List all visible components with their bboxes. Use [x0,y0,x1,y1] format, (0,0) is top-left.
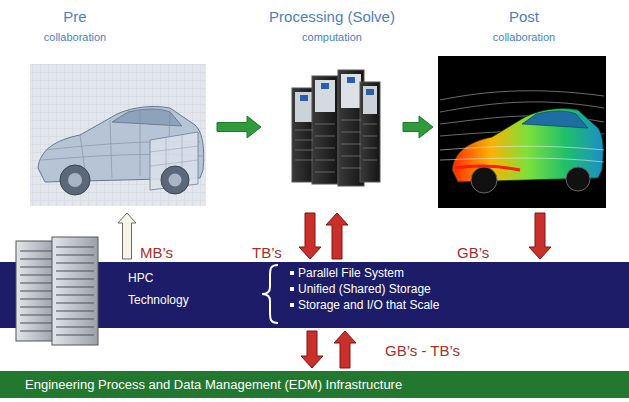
volume-label: MB’s [140,244,173,262]
stage-subheading: computation [264,30,400,44]
red-block-arrow [299,213,321,259]
server-cluster-part [295,120,377,172]
stage-heading: Processing (Solve) [264,8,400,26]
red-block-arrow [326,213,348,259]
server-cluster-part [295,92,313,122]
cfd-car-image-part [440,102,604,112]
cfd-car-image-part [566,167,590,191]
band-label: Engineering Process and Data Management … [0,371,629,398]
edm-band: Engineering Process and Data Management … [0,371,629,398]
cfd-car-image-part [522,111,588,128]
server-cluster [292,70,380,186]
car-wireframe-part [68,173,82,187]
bullet-item: Unified (Shared) Storage [298,281,431,297]
bracket-symbol [258,263,282,325]
hpc-rack-image [12,235,102,347]
hpc-rack-image-part [16,241,56,341]
server-cluster-part [341,74,361,108]
bullet-square [290,303,294,307]
stage-panel: Processing (Solve) computation [264,8,400,210]
stage-subheading: collaboration [22,30,128,44]
red-block-arrow [301,331,323,368]
hpc-rack-image-part [52,237,98,345]
car-wireframe-part [169,174,182,187]
green-block-arrow [217,116,261,138]
volume-label: GB’s [457,244,489,262]
volume-label: GB’s - TB’s [385,342,460,360]
car-wireframe-part [112,109,182,126]
server-cluster-part [360,82,380,182]
red-block-arrow [334,331,356,368]
stage-heading: Pre [22,8,128,26]
hpc-rack-image-part [56,247,94,335]
server-cluster-part [300,95,308,101]
bullet-item: Parallel File System [298,265,404,281]
server-cluster-part [321,83,329,89]
bracket-symbol-part [262,265,278,323]
hpc-rack-image-part [20,251,52,331]
cfd-car-image [438,56,606,208]
bullet-square [290,287,294,291]
hpc-band: HPC Technology Parallel File SystemUnifie… [0,262,629,328]
car-wireframe-part [150,132,198,190]
stage-subheading: collaboration [436,30,612,44]
stage-panel: Pre collaboration [22,8,214,210]
car-wireframe-part [30,64,206,206]
volume-label: TB’s [252,244,282,262]
stage-heading: Post [436,8,612,26]
server-cluster-part [312,76,338,184]
red-block-arrow [529,213,551,259]
cream-block-arrow [118,213,136,259]
cfd-car-image-part [438,56,606,208]
cfd-car-image-part [440,91,604,100]
green-block-arrow [403,116,433,138]
car-wireframe-part [30,64,206,206]
car-wireframe [30,64,206,206]
server-cluster-part [366,89,374,95]
bullet-square [290,271,294,275]
stage-panel: Post collaboration [436,8,612,210]
car-wireframe-part [150,135,198,188]
band-heading: HPC Technology [128,267,208,311]
cfd-car-image-part [471,167,497,193]
cfd-car-image-part [440,146,604,150]
server-cluster-part [315,80,335,112]
server-cluster-part [363,86,377,114]
car-wireframe-part [60,165,90,195]
cfd-car-image-part [440,158,604,162]
car-wireframe-part [161,166,189,194]
server-cluster-part [347,77,355,83]
bullet-item: Storage and I/O that Scale [298,297,439,313]
